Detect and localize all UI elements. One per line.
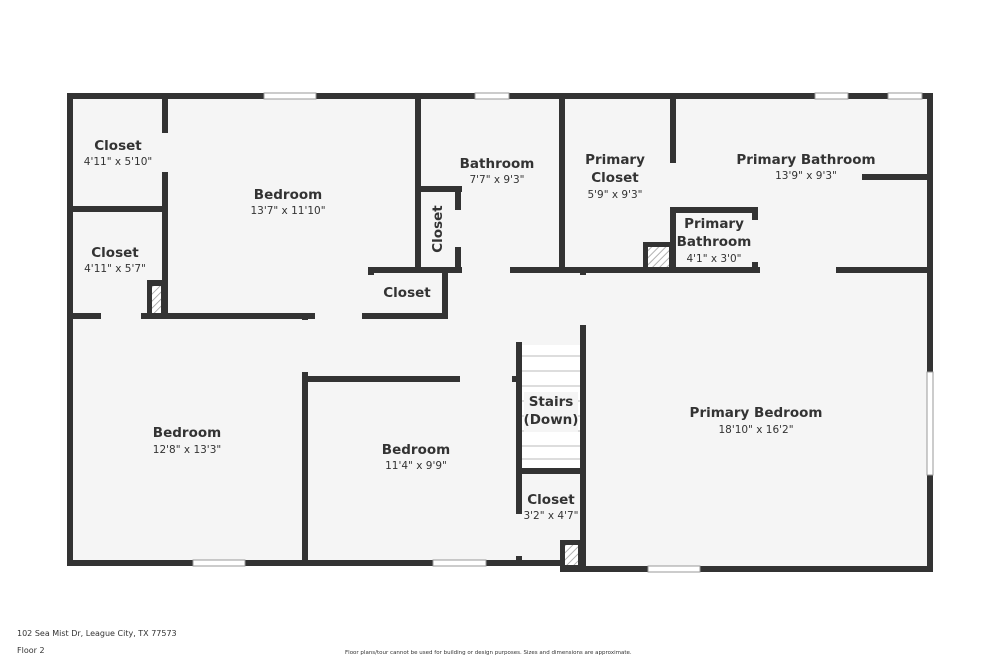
room-closet-2: Closet 4'11" x 5'7" (84, 245, 146, 275)
address-label: 102 Sea Mist Dr, League City, TX 77573 (17, 629, 177, 638)
stairs-label: Stairs(Down) (524, 394, 579, 428)
room-name: Bedroom (382, 442, 450, 458)
room-name: Bedroom (254, 187, 322, 203)
room-bedroom-3: Bedroom 11'4" x 9'9" (382, 442, 450, 472)
room-closet-1: Closet 4'11" x 5'10" (84, 138, 152, 168)
floor-area (70, 96, 930, 569)
room-name: Primary Bathroom (736, 152, 875, 168)
room-dims: 4'11" x 5'10" (84, 156, 152, 168)
disclaimer: Floor plans/tour cannot be used for buil… (345, 650, 632, 656)
room-name: Closet (91, 245, 139, 261)
room-dims: 5'9" x 9'3" (587, 189, 642, 201)
room-closet-stairs: Closet 3'2" x 4'7" (523, 492, 578, 522)
room-name: Closet (383, 285, 431, 301)
room-dims: 13'9" x 9'3" (775, 170, 837, 182)
room-name: Closet (430, 205, 446, 253)
room-name: Bedroom (153, 425, 221, 441)
room-closet-vertical: Closet (430, 205, 446, 253)
stairs-down: Stairs(Down) (524, 392, 579, 432)
windows (192, 92, 934, 573)
floor-label: Floor 2 (17, 646, 45, 655)
room-closet-hall: Closet (383, 285, 431, 301)
room-name: Primary Bedroom (690, 405, 823, 421)
room-dims: 7'7" x 9'3" (469, 174, 524, 186)
room-dims: 13'7" x 11'10" (250, 205, 325, 217)
room-primary-bathroom: Primary Bathroom 13'9" x 9'3" (736, 152, 875, 182)
room-dims: 4'11" x 5'7" (84, 263, 146, 275)
room-dims: 11'4" x 9'9" (385, 460, 447, 472)
room-bathroom: Bathroom 7'7" x 9'3" (460, 156, 535, 186)
room-name: Bathroom (460, 156, 535, 172)
room-bedroom-1: Bedroom 13'7" x 11'10" (250, 187, 325, 217)
room-dims: 12'8" x 13'3" (153, 444, 221, 456)
hatched-chases (152, 247, 669, 565)
room-dims: 18'10" x 16'2" (718, 424, 793, 436)
room-bedroom-2: Bedroom 12'8" x 13'3" (153, 425, 221, 456)
room-primary-bedroom: Primary Bedroom 18'10" x 16'2" (690, 405, 823, 436)
room-name: Closet (94, 138, 142, 154)
room-dims: 3'2" x 4'7" (523, 510, 578, 522)
room-name: Closet (527, 492, 575, 508)
room-dims: 4'1" x 3'0" (686, 253, 741, 265)
